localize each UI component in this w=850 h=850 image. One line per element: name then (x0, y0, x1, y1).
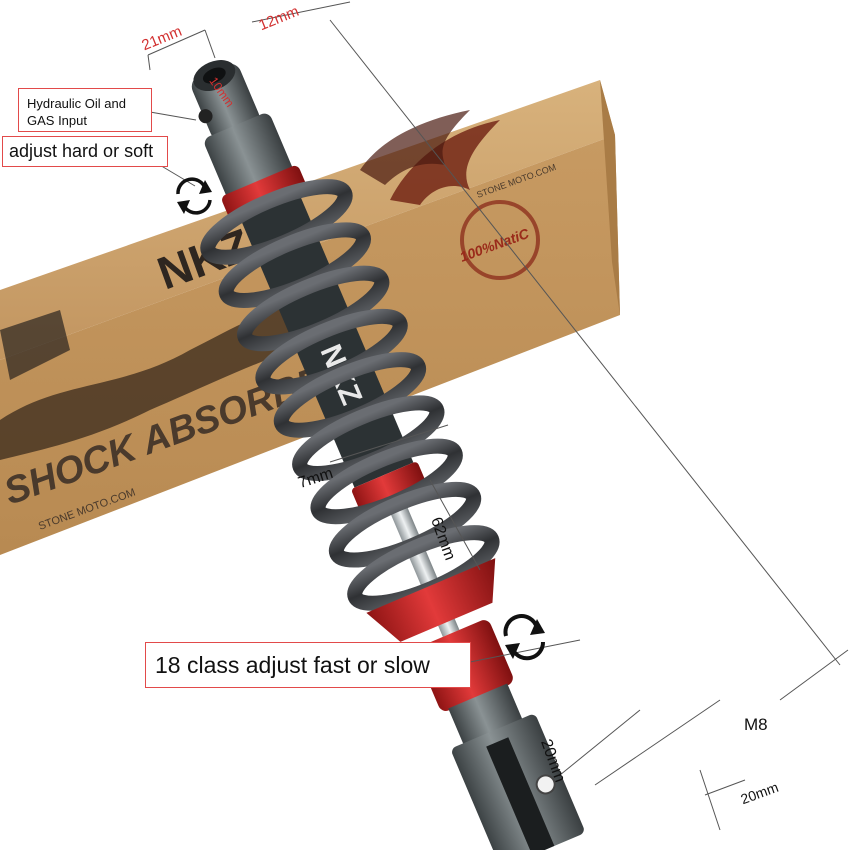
oil-gas-callout: Hydraulic Oil and GAS Input (18, 88, 152, 132)
box-logo-diamond (0, 310, 70, 380)
dim-line-bottom-width (559, 709, 641, 776)
dim-tick-bottom-depth (704, 779, 746, 796)
hard-soft-callout-text: adjust hard or soft (9, 141, 154, 161)
shock-absorber: NKZ (191, 60, 584, 850)
box-graphic-flame (390, 120, 500, 205)
dim-tick-overall-length (779, 649, 849, 701)
coil-spring (200, 179, 500, 611)
damper-lower-collar (352, 462, 426, 510)
bolt-hole (535, 774, 556, 795)
dim-line-bottom-width-2 (594, 699, 721, 786)
fast-slow-callout-text: 18 class adjust fast or slow (155, 652, 430, 678)
rotate-arrow-bottom-icon (503, 614, 546, 661)
fast-slow-callout: 18 class adjust fast or slow (145, 642, 471, 688)
dim-bolt-label: M8 (744, 715, 768, 734)
top-mount-hole (202, 67, 226, 84)
box-graphic-flame-2 (360, 110, 470, 185)
leader-oil-gas (149, 111, 197, 121)
dim-tick-top-width-right (204, 29, 216, 59)
hard-soft-callout: adjust hard or soft (2, 136, 168, 167)
dim-line-bottom-depth (699, 769, 721, 831)
dimension-lines (142, 1, 849, 831)
dim-line-top-depth (251, 1, 351, 23)
box-end-face (600, 80, 620, 315)
dim-tick-top-width-left (147, 54, 151, 71)
clevis-slot (486, 737, 555, 850)
dim-line-spring (429, 479, 481, 571)
spring-seat (366, 558, 496, 642)
dim-line-rod (329, 424, 449, 463)
dim-line-overall-length (329, 19, 841, 666)
bottom-neck (448, 683, 523, 746)
leader-fast-slow (469, 639, 581, 663)
box-seal-ring (460, 200, 540, 280)
oil-gas-callout-text: Hydraulic Oil and GAS Input (27, 96, 126, 128)
dim-line-top-width (147, 29, 206, 56)
rotate-arrow-top-icon (176, 177, 212, 215)
gas-valve (198, 109, 213, 124)
